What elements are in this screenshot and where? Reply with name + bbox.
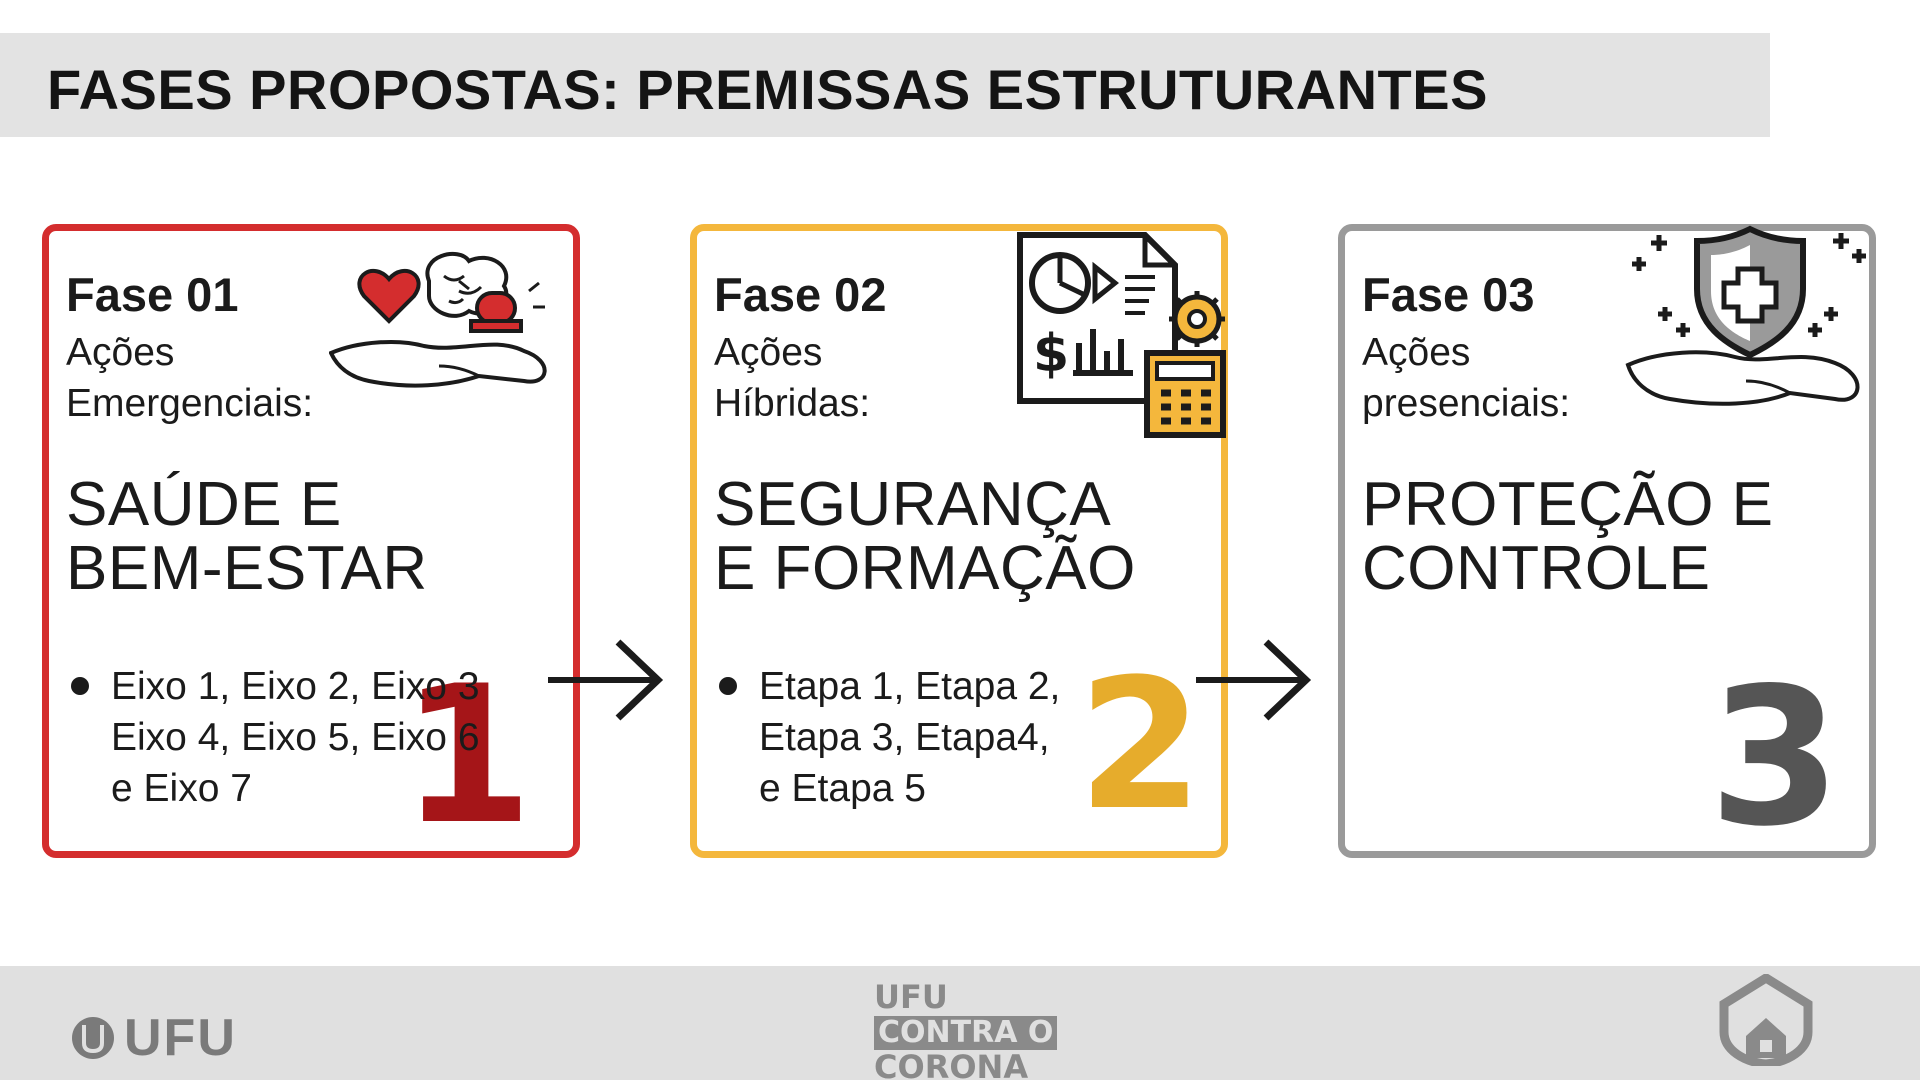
item-text: e Etapa 5 [759, 767, 926, 810]
phase-subtitle-line: Ações [66, 331, 175, 374]
phase-number: 2 [1077, 641, 1203, 850]
ufu-contra-corona-logo: UFU CONTRA O CORONA [874, 980, 1064, 1084]
list-item: Eixo 4, Eixo 5, Eixo 6 [66, 712, 531, 763]
arrow-right-icon [1196, 639, 1312, 721]
report-calculator-gear-icon: $ [1017, 232, 1226, 438]
ufu-logo-text: UFU [124, 1009, 237, 1067]
item-text: Eixo 4, Eixo 5, Eixo 6 [111, 716, 480, 759]
list-item: e Etapa 5 [714, 763, 1179, 814]
phase-heading: PROTEÇÃO E CONTROLE [1362, 473, 1882, 601]
phase-label: Fase 02 [714, 268, 887, 321]
phase-label: Fase 01 [66, 268, 239, 321]
phase-number: 1 [400, 645, 533, 866]
phase-heading-line: PROTEÇÃO E [1362, 470, 1774, 539]
item-text: Etapa 1, Etapa 2, [759, 665, 1061, 708]
phase-heading: SEGURANÇA E FORMAÇÃO [714, 473, 1234, 601]
phase-number: 3 [1708, 647, 1841, 868]
logo-line: CONTRA O [874, 1016, 1058, 1050]
phase-subtitle: Ações Emergenciais: [66, 327, 366, 429]
item-text: Eixo 1, Eixo 2, Eixo 3 [111, 665, 480, 708]
item-text: e Eixo 7 [111, 767, 252, 810]
phase-subtitle-line: presenciais: [1362, 382, 1571, 425]
page-title: FASES PROPOSTAS: PREMISSAS ESTRUTURANTES [47, 58, 1488, 121]
phase-subtitle: Ações presenciais: [1362, 327, 1662, 429]
svg-text:$: $ [1033, 324, 1069, 384]
ufu-logo: UFU [70, 1008, 237, 1068]
phase-heading-line: CONTROLE [1362, 534, 1711, 603]
phase-items: Etapa 1, Etapa 2, Etapa 3, Etapa4, e Eta… [714, 661, 1179, 814]
item-text: Etapa 3, Etapa4, [759, 716, 1050, 759]
arrow-right-icon [548, 639, 664, 721]
title-bar [0, 33, 1770, 137]
list-item: Etapa 1, Etapa 2, [714, 661, 1179, 712]
list-item: Eixo 1, Eixo 2, Eixo 3 [66, 661, 531, 712]
phase-subtitle: Ações Híbridas: [714, 327, 1014, 429]
phase-items: Eixo 1, Eixo 2, Eixo 3 Eixo 4, Eixo 5, E… [66, 661, 531, 814]
house-shield-icon [1719, 974, 1813, 1066]
list-item: e Eixo 7 [66, 763, 531, 814]
logo-line: CORONA [874, 1048, 1029, 1086]
ufu-emblem-icon [72, 1017, 114, 1059]
phase-subtitle-line: Emergenciais: [66, 382, 314, 425]
list-item: Etapa 3, Etapa4, [714, 712, 1179, 763]
logo-line-wrapper: CONTRA O [874, 1014, 1064, 1050]
phase-card-1: Fase 01 Ações Emergenciais: SAÚDE E BEM-… [42, 224, 580, 858]
logo-line: UFU [874, 978, 948, 1016]
phase-heading: SAÚDE E BEM-ESTAR [66, 473, 586, 601]
phase-subtitle-line: Híbridas: [714, 382, 871, 425]
phase-card-2: Fase 02 Ações Híbridas: SEGURANÇA E FORM… [690, 224, 1228, 858]
phase-subtitle-line: Ações [1362, 331, 1471, 374]
phase-heading-line: SEGURANÇA [714, 470, 1112, 539]
bullet-icon [71, 677, 89, 695]
bullet-icon [719, 677, 737, 695]
phase-heading-line: SAÚDE E [66, 470, 342, 539]
hand-heart-brain-alarm-icon [329, 251, 547, 388]
hand-shield-cross-icon [1625, 225, 1866, 406]
phase-card-3: Fase 03 Ações presenciais: PROTEÇÃO E CO… [1338, 224, 1876, 858]
phase-subtitle-line: Ações [714, 331, 823, 374]
phase-heading-line: E FORMAÇÃO [714, 534, 1136, 603]
phase-heading-line: BEM-ESTAR [66, 534, 428, 603]
phase-label: Fase 03 [1362, 268, 1535, 321]
